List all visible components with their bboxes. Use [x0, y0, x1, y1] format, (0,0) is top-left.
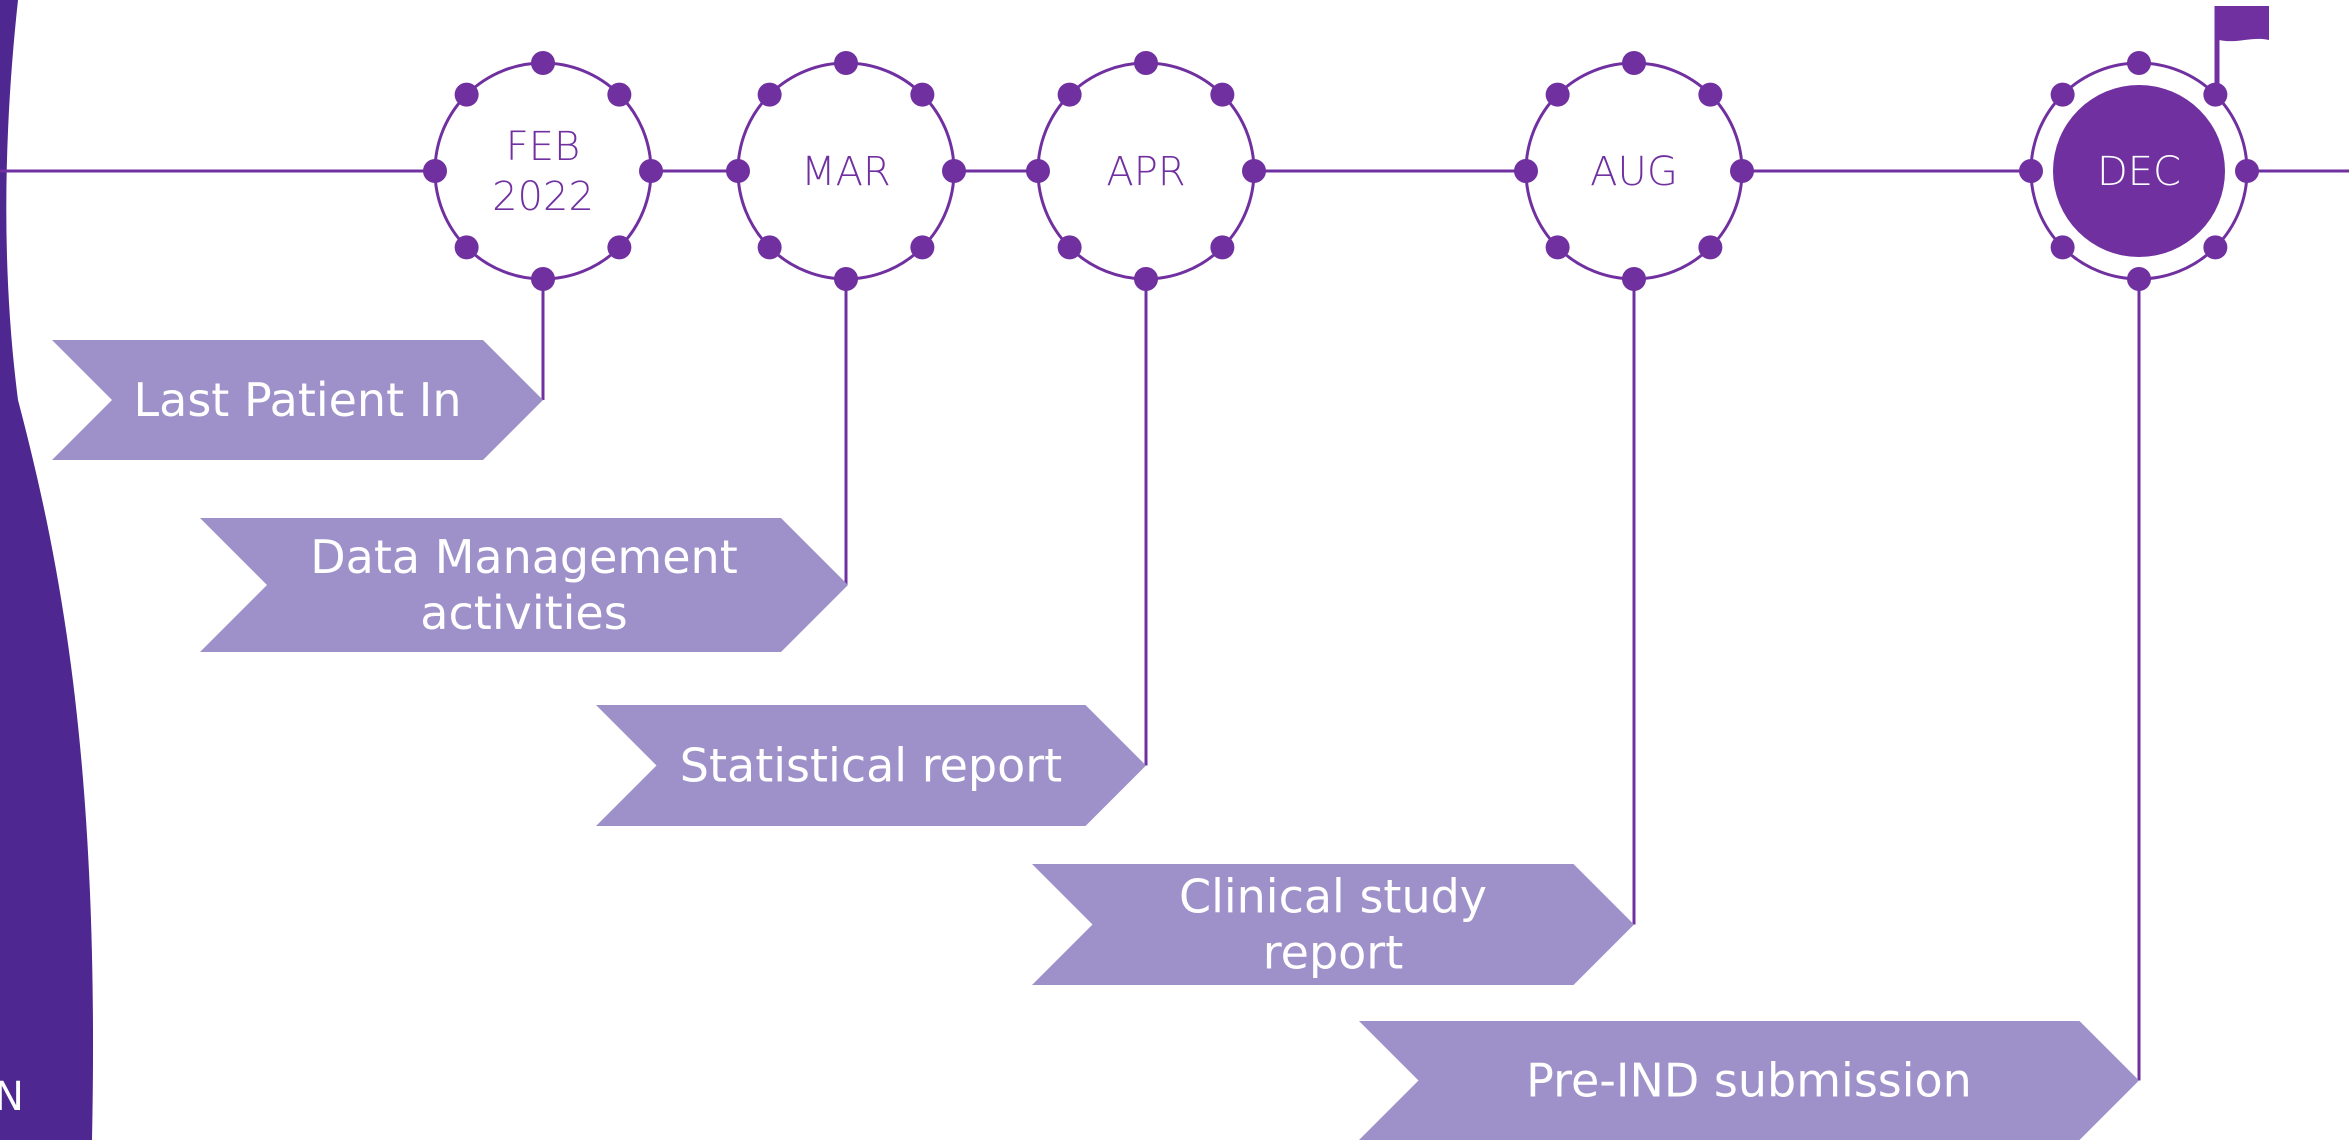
milestone-dot	[531, 267, 555, 291]
task-chevron-pre-ind-submission: Pre-IND submission	[1359, 1021, 2139, 1140]
task-arrow-shape	[200, 518, 848, 652]
task-label: Clinical study	[1179, 870, 1487, 924]
side-mark-letter: N	[0, 1074, 24, 1120]
milestone-dot	[1134, 51, 1158, 75]
milestone-label: MAR	[801, 149, 891, 195]
milestone-dot	[1622, 51, 1646, 75]
milestone-dot	[1698, 82, 1723, 107]
milestone-dot	[607, 82, 632, 107]
milestone-dot	[2019, 159, 2043, 183]
milestone-dot	[1057, 82, 1082, 107]
milestone-label: AUG	[1590, 149, 1678, 195]
side-band	[0, 0, 94, 1140]
milestone-dot	[1514, 159, 1538, 183]
milestone-dot	[531, 51, 555, 75]
milestone-aug: AUG	[1514, 51, 1754, 291]
task-label: activities	[420, 586, 627, 640]
task-arrow-shape	[1359, 1021, 2139, 1140]
connectors	[541, 279, 2141, 1081]
milestone-dot	[834, 51, 858, 75]
milestone-dot	[2050, 235, 2075, 260]
task-label: Data Management	[310, 530, 737, 584]
milestone-dot	[1730, 159, 1754, 183]
milestone-dot	[1210, 82, 1235, 107]
milestone-dot	[757, 82, 782, 107]
milestone-dec: DEC	[2019, 6, 2269, 291]
milestone-dot	[1242, 159, 1266, 183]
milestone-dot	[423, 159, 447, 183]
flag-banner	[2219, 6, 2269, 42]
milestone-dot	[757, 235, 782, 260]
milestone-dot	[910, 82, 935, 107]
milestone-active-disc	[2053, 85, 2225, 257]
task-label: Last Patient In	[134, 373, 462, 427]
milestone-dot	[910, 235, 935, 260]
task-arrow-shape	[52, 340, 543, 460]
milestone-dot	[607, 235, 632, 260]
milestone-dot	[454, 82, 479, 107]
task-label: Statistical report	[680, 739, 1062, 793]
milestone-dot	[2127, 51, 2151, 75]
milestone-dot	[2127, 267, 2151, 291]
milestone-dot	[454, 235, 479, 260]
task-arrow-shape	[596, 705, 1146, 826]
milestone-dot	[639, 159, 663, 183]
milestone-dot	[942, 159, 966, 183]
milestone-dot	[1545, 82, 1570, 107]
task-label: report	[1263, 926, 1404, 980]
milestone-dot	[834, 267, 858, 291]
milestone-dot	[2050, 82, 2075, 107]
milestone-label: DEC	[2097, 149, 2181, 195]
milestone-dot	[2203, 235, 2228, 260]
milestone-dot	[1134, 267, 1158, 291]
flag-icon	[2214, 6, 2269, 95]
milestone-dot	[726, 159, 750, 183]
milestone-label: 2022	[492, 174, 594, 220]
milestone-dot	[1057, 235, 1082, 260]
milestone-dot	[1622, 267, 1646, 291]
task-chevron-statistical-report: Statistical report	[596, 705, 1146, 826]
task-chevrons: Last Patient In Data Managementactivities…	[52, 340, 2139, 1140]
milestone-dot	[1545, 235, 1570, 260]
milestone-dot	[2235, 159, 2259, 183]
milestone-dot	[1026, 159, 1050, 183]
milestone-dot	[1210, 235, 1235, 260]
task-chevron-last-patient-in: Last Patient In	[52, 340, 543, 460]
milestone-dot	[1698, 235, 1723, 260]
milestone-apr: APR	[1026, 51, 1266, 291]
milestone-label: FEB	[506, 124, 580, 170]
milestone-mar: MAR	[726, 51, 966, 291]
milestone-label: APR	[1106, 149, 1185, 195]
task-label: Pre-IND submission	[1526, 1054, 1972, 1108]
task-arrow-shape	[1032, 864, 1634, 985]
